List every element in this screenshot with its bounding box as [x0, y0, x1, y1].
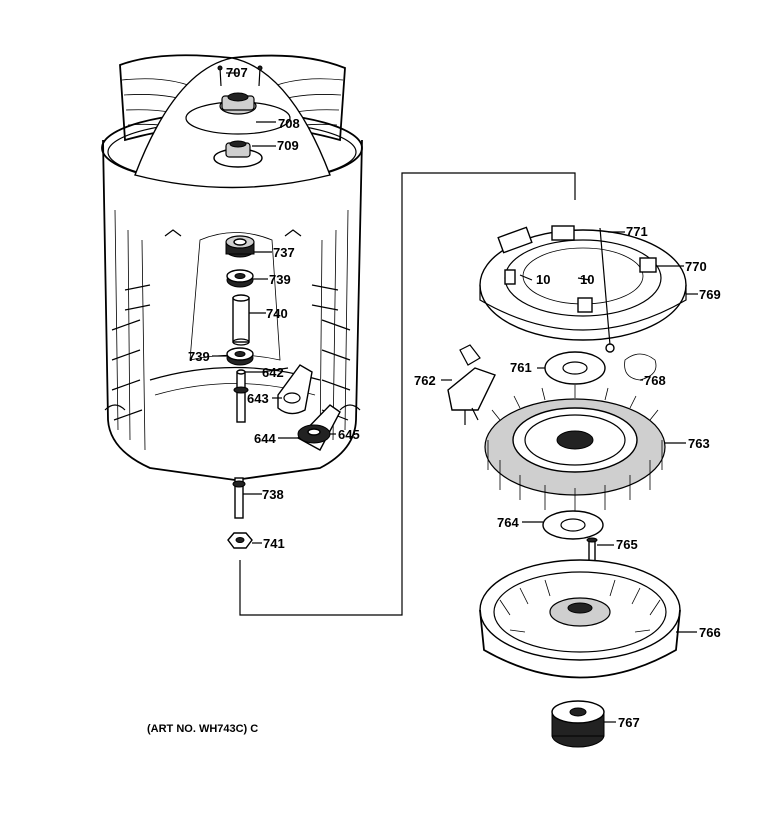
bearing-739-lower [226, 347, 254, 366]
label-739-lower: 739 [188, 349, 210, 364]
label-762: 762 [414, 373, 436, 388]
label-643: 643 [247, 391, 269, 406]
label-761: 761 [510, 360, 532, 375]
basket-agitator-cone [119, 54, 346, 189]
label-768: 768 [644, 373, 666, 388]
gasket-764 [542, 510, 604, 540]
leader-lines [212, 72, 698, 723]
label-763: 763 [688, 436, 710, 451]
label-769: 769 [699, 287, 721, 302]
label-770: 770 [685, 259, 707, 274]
stator-763 [484, 385, 666, 512]
nut-741 [227, 532, 253, 549]
label-741: 741 [263, 536, 285, 551]
pulley-644-645 [296, 404, 341, 451]
label-764: 764 [497, 515, 519, 530]
label-10-right: 10 [580, 272, 594, 287]
shaft-642 [233, 369, 249, 423]
rotor-766 [479, 559, 681, 679]
cover-769 [479, 225, 687, 353]
label-738: 738 [262, 487, 284, 502]
shaft-738 [232, 477, 246, 519]
label-740: 740 [266, 306, 288, 321]
label-10-left: 10 [536, 272, 550, 287]
label-707: 707 [226, 65, 248, 80]
bearing-739-upper [226, 269, 254, 288]
label-765: 765 [616, 537, 638, 552]
gasket-761 [544, 351, 606, 385]
label-709: 709 [277, 138, 299, 153]
label-642: 642 [262, 365, 284, 380]
label-644: 644 [254, 431, 276, 446]
label-739-upper: 739 [269, 272, 291, 287]
tube-740 [232, 294, 250, 346]
harness-762 [447, 344, 496, 425]
connector-768 [624, 353, 657, 381]
assembly-connector-line [239, 172, 576, 616]
seal-737 [225, 235, 255, 258]
coupling-767 [551, 700, 605, 748]
label-737: 737 [273, 245, 295, 260]
label-767: 767 [618, 715, 640, 730]
label-645: 645 [338, 427, 360, 442]
label-708: 708 [278, 116, 300, 131]
label-766: 766 [699, 625, 721, 640]
label-771: 771 [626, 224, 648, 239]
bracket-643 [277, 364, 313, 415]
part-number-labels: 707 708 709 737 739 740 739 642 643 644 … [147, 65, 721, 735]
art-number: (ART NO. WH743C) C [147, 723, 258, 735]
